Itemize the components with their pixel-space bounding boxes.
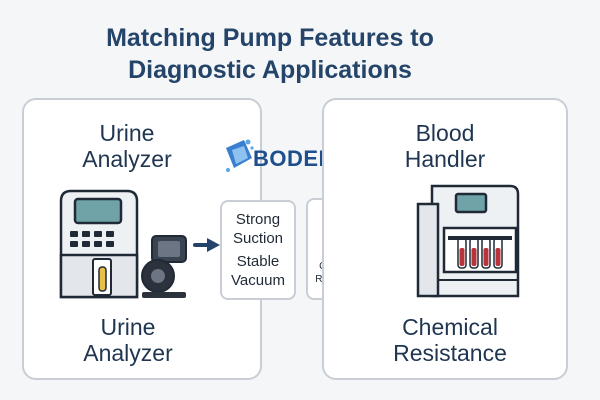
title-line-1: Matching Pump Features to — [106, 24, 434, 52]
label-line: Urine — [100, 314, 156, 340]
label-line: Handler — [404, 146, 486, 172]
feature-text: Vacuum — [231, 272, 285, 289]
pump-icon — [141, 235, 187, 298]
label-line: Resistance — [393, 340, 507, 366]
label-line: Analyzer — [83, 340, 173, 366]
label-line: Chemical — [402, 314, 498, 340]
label-line: Blood — [415, 120, 475, 146]
chemical-resistance-bottom-label: Chemical Resistance — [380, 314, 520, 366]
blood-handler-icon — [416, 184, 520, 298]
title-line-2: Diagnostic Applications — [128, 56, 412, 84]
urine-analyzer-top-label: Urine Analyzer — [72, 120, 182, 172]
feature-text: Strong — [235, 211, 281, 228]
logo-icon — [226, 139, 254, 172]
feature-text: Stable — [236, 253, 280, 270]
feature-text: Suction — [232, 230, 284, 247]
urine-analyzer-bottom-label: Urine Analyzer — [68, 314, 188, 366]
arrow-right-icon — [193, 238, 220, 252]
label-line: Analyzer — [82, 146, 172, 172]
features-box: Strong Suction Stable Vacuum — [220, 200, 296, 300]
blood-handler-top-label: Blood Handler — [385, 120, 505, 172]
label-line: Urine — [99, 120, 155, 146]
page-title: Matching Pump Features to Diagnostic App… — [0, 22, 540, 86]
urine-analyzer-icon — [59, 189, 139, 299]
